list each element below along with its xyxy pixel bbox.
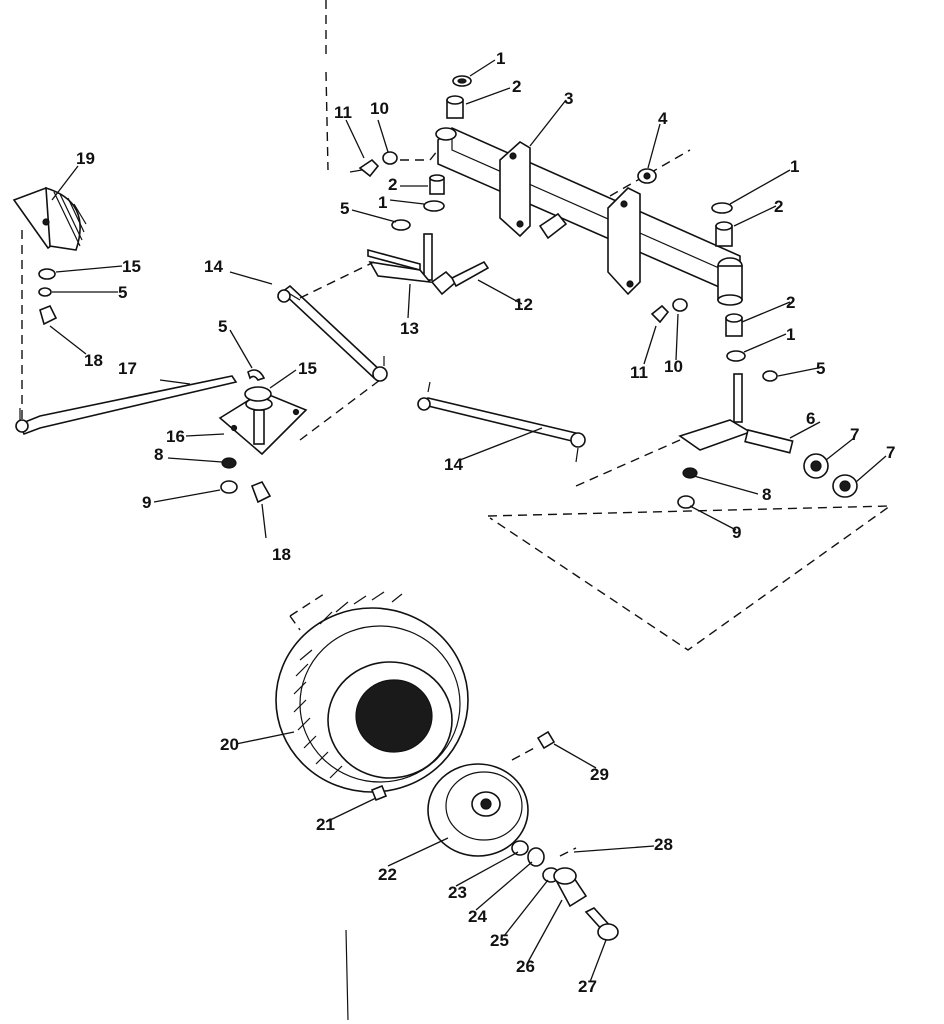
callout-5a: 5 — [340, 199, 349, 218]
washer-10-right — [672, 298, 688, 312]
callout-8a: 8 — [154, 445, 163, 464]
callout-19: 19 — [76, 149, 95, 168]
callout-7b: 7 — [886, 443, 895, 462]
pin-28 — [559, 847, 577, 857]
callout-5c: 5 — [816, 359, 825, 378]
callout-1d: 1 — [786, 325, 795, 344]
callout-1c: 1 — [378, 193, 387, 212]
washer-10-left — [382, 151, 398, 165]
drag-link-17 — [15, 375, 238, 436]
reference-line-top — [325, 0, 329, 171]
bolt-27 — [584, 907, 619, 941]
callout-25: 25 — [490, 931, 509, 950]
nut-4 — [637, 168, 657, 184]
washer-15-left — [38, 268, 56, 280]
callout-11b: 11 — [630, 363, 648, 382]
zerk-18-top — [39, 304, 58, 326]
spindle-left — [367, 233, 433, 284]
callout-20: 20 — [220, 735, 239, 754]
rim-22 — [427, 763, 529, 857]
callout-28: 28 — [654, 835, 673, 854]
callout-5d: 5 — [218, 317, 227, 336]
callout-2d: 2 — [786, 293, 795, 312]
callout-15b: 15 — [298, 359, 317, 378]
bushing-2-lower — [725, 313, 743, 337]
callout-9a: 9 — [142, 493, 151, 512]
callout-11a: 11 — [334, 103, 352, 122]
zerk-18-bottom — [250, 480, 272, 504]
callout-18b: 18 — [272, 545, 291, 564]
callout-8b: 8 — [762, 485, 771, 504]
callout-3: 3 — [564, 89, 573, 108]
callout-7a: 7 — [850, 425, 859, 444]
reference-line-bottom — [345, 929, 349, 1021]
nut-8-right — [682, 467, 698, 479]
callout-15a: 15 — [122, 257, 141, 276]
ring-5-right — [762, 370, 778, 382]
wheel-dash-box — [487, 505, 893, 651]
callout-12: 12 — [514, 295, 533, 314]
washer-15-center — [244, 386, 272, 402]
callout-17: 17 — [118, 359, 137, 378]
nut-9-right — [677, 495, 695, 509]
callout-6: 6 — [806, 409, 815, 428]
zerk-11-left — [349, 158, 380, 178]
callout-numbers: 1 2 3 4 1 2 11 10 2 1 5 19 15 5 18 14 12… — [76, 49, 895, 996]
callout-27: 27 — [578, 977, 597, 996]
spacer-26 — [553, 867, 588, 908]
steering-sector-19 — [12, 186, 87, 251]
callout-1b: 1 — [790, 157, 799, 176]
bushing-2-top — [446, 95, 464, 119]
axle-bolt-12 — [430, 260, 490, 296]
bushing-2-mid — [429, 174, 445, 195]
front-axle — [435, 127, 743, 306]
bearing-7-b — [832, 474, 858, 498]
callout-14a: 14 — [204, 257, 223, 276]
callout-23: 23 — [448, 883, 467, 902]
callout-10b: 10 — [664, 357, 683, 376]
callout-24: 24 — [468, 907, 487, 926]
callout-1a: 1 — [496, 49, 505, 68]
spindle-right — [678, 373, 794, 454]
callout-21: 21 — [316, 815, 335, 834]
washer-5-left — [391, 219, 411, 231]
callout-10a: 10 — [370, 99, 389, 118]
zerk-11-right — [650, 304, 670, 324]
callout-5b: 5 — [118, 283, 127, 302]
bearing-24 — [527, 847, 545, 867]
callout-26: 26 — [516, 957, 535, 976]
valve-stem-21 — [370, 784, 388, 802]
callout-16: 16 — [166, 427, 185, 446]
washer-23 — [511, 840, 529, 856]
zerk-29 — [536, 730, 556, 750]
callout-2b: 2 — [774, 197, 783, 216]
callout-13: 13 — [400, 319, 419, 338]
washer-1-right — [711, 202, 733, 214]
callout-2c: 2 — [388, 175, 397, 194]
ring-5-left — [38, 287, 52, 297]
callout-2a: 2 — [512, 77, 521, 96]
callout-22: 22 — [378, 865, 397, 884]
callout-4: 4 — [658, 109, 668, 128]
leader-lines — [49, 59, 887, 983]
bushing-2-right — [715, 221, 733, 247]
nut-9-left — [220, 480, 238, 494]
washer-1-lower — [726, 350, 746, 362]
callout-29: 29 — [590, 765, 609, 784]
callout-18a: 18 — [84, 351, 103, 370]
callout-9b: 9 — [732, 523, 741, 542]
callout-14b: 14 — [444, 455, 463, 474]
washer-1-mid — [423, 200, 445, 212]
tie-rod-upper — [277, 284, 388, 382]
tire-20 — [275, 591, 469, 793]
tie-rod-lower — [417, 381, 586, 463]
ring-5-center — [247, 369, 266, 381]
bearing-7-a — [803, 453, 829, 479]
nut-8-left — [221, 457, 237, 469]
